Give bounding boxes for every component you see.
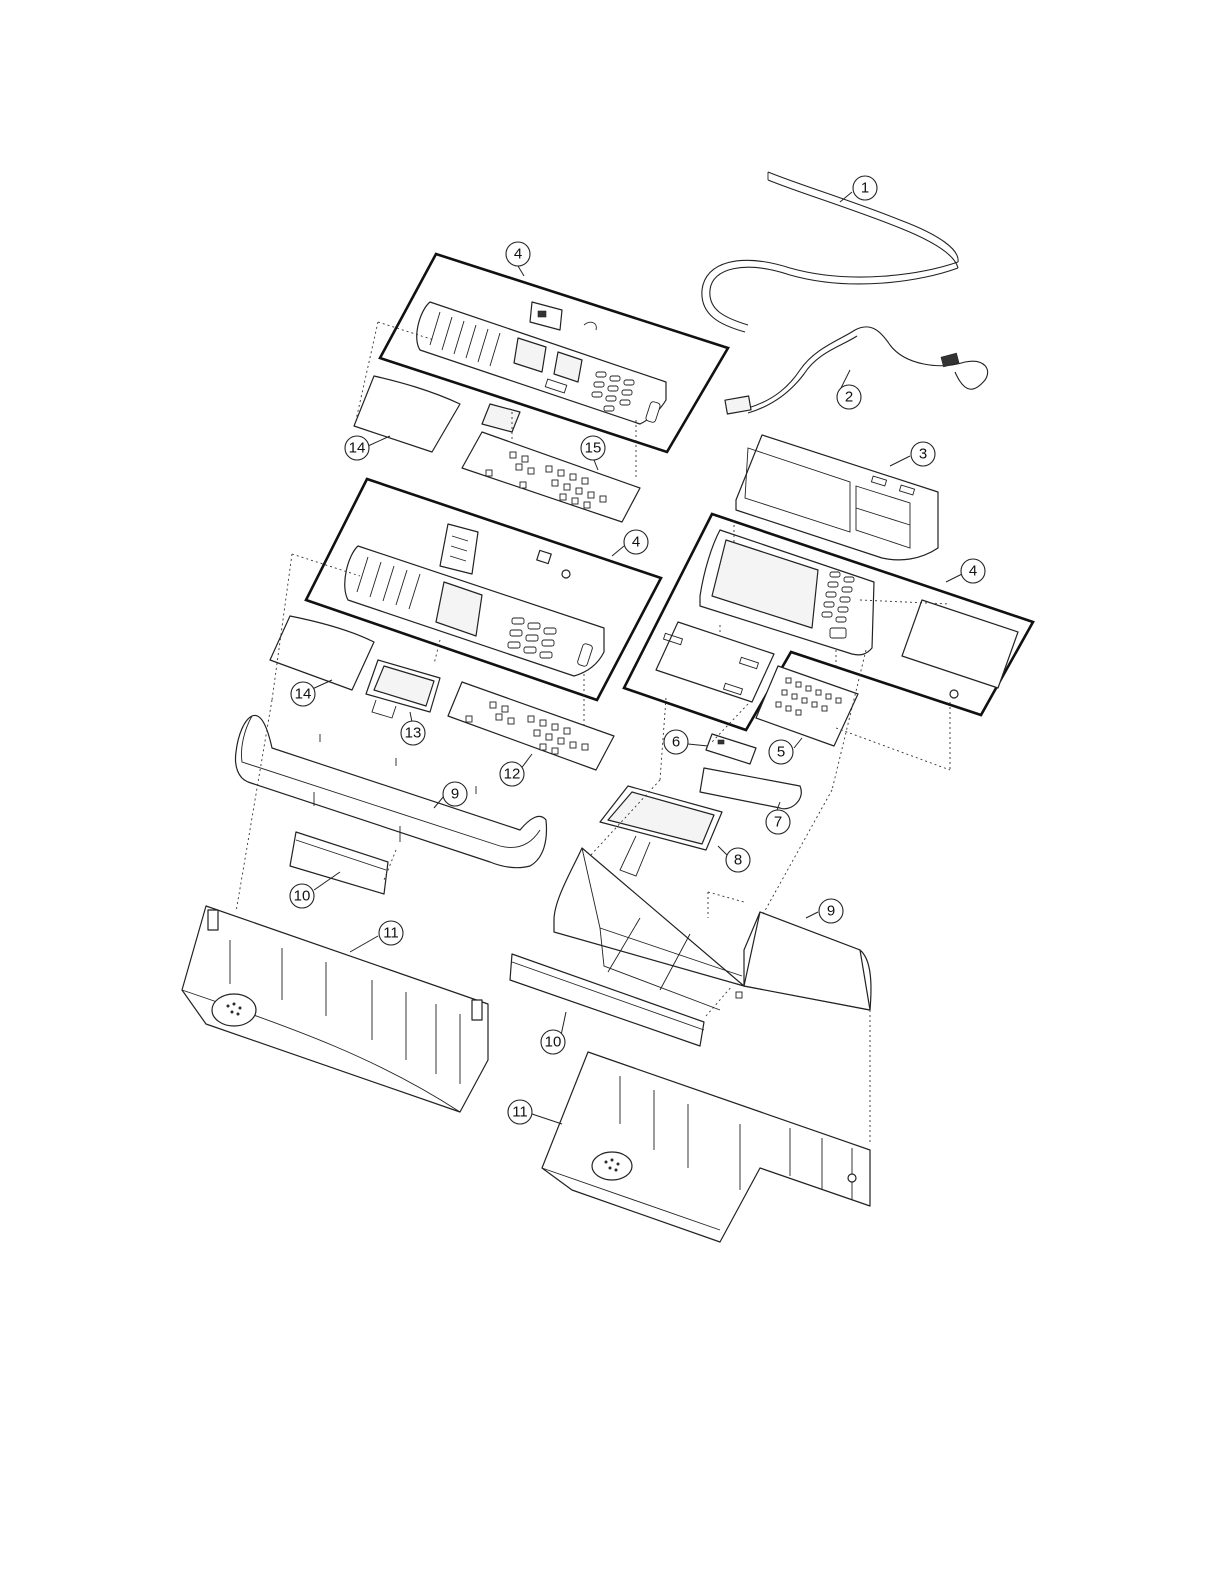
svg-text:6: 6 [672, 734, 680, 751]
cover-part-14-middle [270, 616, 374, 690]
overlay-bezel-part-3 [736, 435, 938, 560]
svg-text:4: 4 [514, 246, 522, 263]
svg-text:3: 3 [919, 446, 927, 463]
callout-1: 1 [853, 176, 877, 200]
svg-text:10: 10 [294, 888, 311, 905]
svg-text:4: 4 [969, 563, 977, 580]
callout-4-middle: 4 [624, 530, 648, 554]
callout-7: 7 [766, 810, 790, 834]
callout-5: 5 [769, 740, 793, 764]
tray-frame-part-11-left [182, 906, 488, 1112]
svg-text:5: 5 [777, 744, 785, 761]
callout-13: 13 [401, 721, 425, 745]
svg-text:7: 7 [774, 814, 782, 831]
svg-text:1: 1 [861, 180, 869, 197]
svg-text:8: 8 [734, 852, 742, 869]
callout-15: 15 [581, 436, 605, 460]
lcd-display-part-8 [600, 786, 722, 876]
callout-10-left: 10 [290, 884, 314, 908]
cover-part-14-top [354, 376, 460, 452]
callout-9-right: 9 [819, 899, 843, 923]
strip-cover-part-7 [700, 768, 801, 809]
svg-text:11: 11 [383, 925, 399, 942]
callout-2: 2 [837, 385, 861, 409]
callout-10-right: 10 [541, 1030, 565, 1054]
callout-3: 3 [911, 442, 935, 466]
callout-8: 8 [726, 848, 750, 872]
strip-cover-part-10-right [510, 954, 704, 1046]
svg-text:11: 11 [512, 1104, 528, 1121]
callout-12: 12 [500, 762, 524, 786]
tray-frame-part-11-right [542, 1052, 870, 1242]
callout-14-middle: 14 [291, 682, 315, 706]
lcd-display-part-13 [366, 660, 440, 718]
svg-text:2: 2 [845, 389, 853, 406]
svg-text:10: 10 [545, 1034, 562, 1051]
front-bezel-part-9-left [236, 715, 547, 867]
svg-text:14: 14 [295, 686, 312, 703]
keypad-board-part-15 [462, 404, 640, 522]
callout-11-right: 11 [508, 1100, 532, 1124]
svg-text:12: 12 [504, 766, 521, 783]
svg-text:14: 14 [349, 440, 366, 457]
small-board-part-6 [706, 734, 756, 764]
callout-6: 6 [664, 730, 688, 754]
svg-text:15: 15 [585, 440, 602, 457]
svg-text:9: 9 [451, 786, 459, 803]
ribbon-cable-part-1 [702, 172, 958, 332]
svg-text:9: 9 [827, 903, 835, 920]
callout-9-left: 9 [443, 782, 467, 806]
callout-11-left: 11 [379, 921, 403, 945]
callout-4-top: 4 [506, 242, 530, 266]
svg-text:13: 13 [405, 725, 422, 742]
keypad-board-part-12 [448, 682, 614, 770]
callout-14-top: 14 [345, 436, 369, 460]
keypad-board-part-5 [756, 666, 858, 746]
svg-text:4: 4 [632, 534, 640, 551]
callout-4-right: 4 [961, 559, 985, 583]
